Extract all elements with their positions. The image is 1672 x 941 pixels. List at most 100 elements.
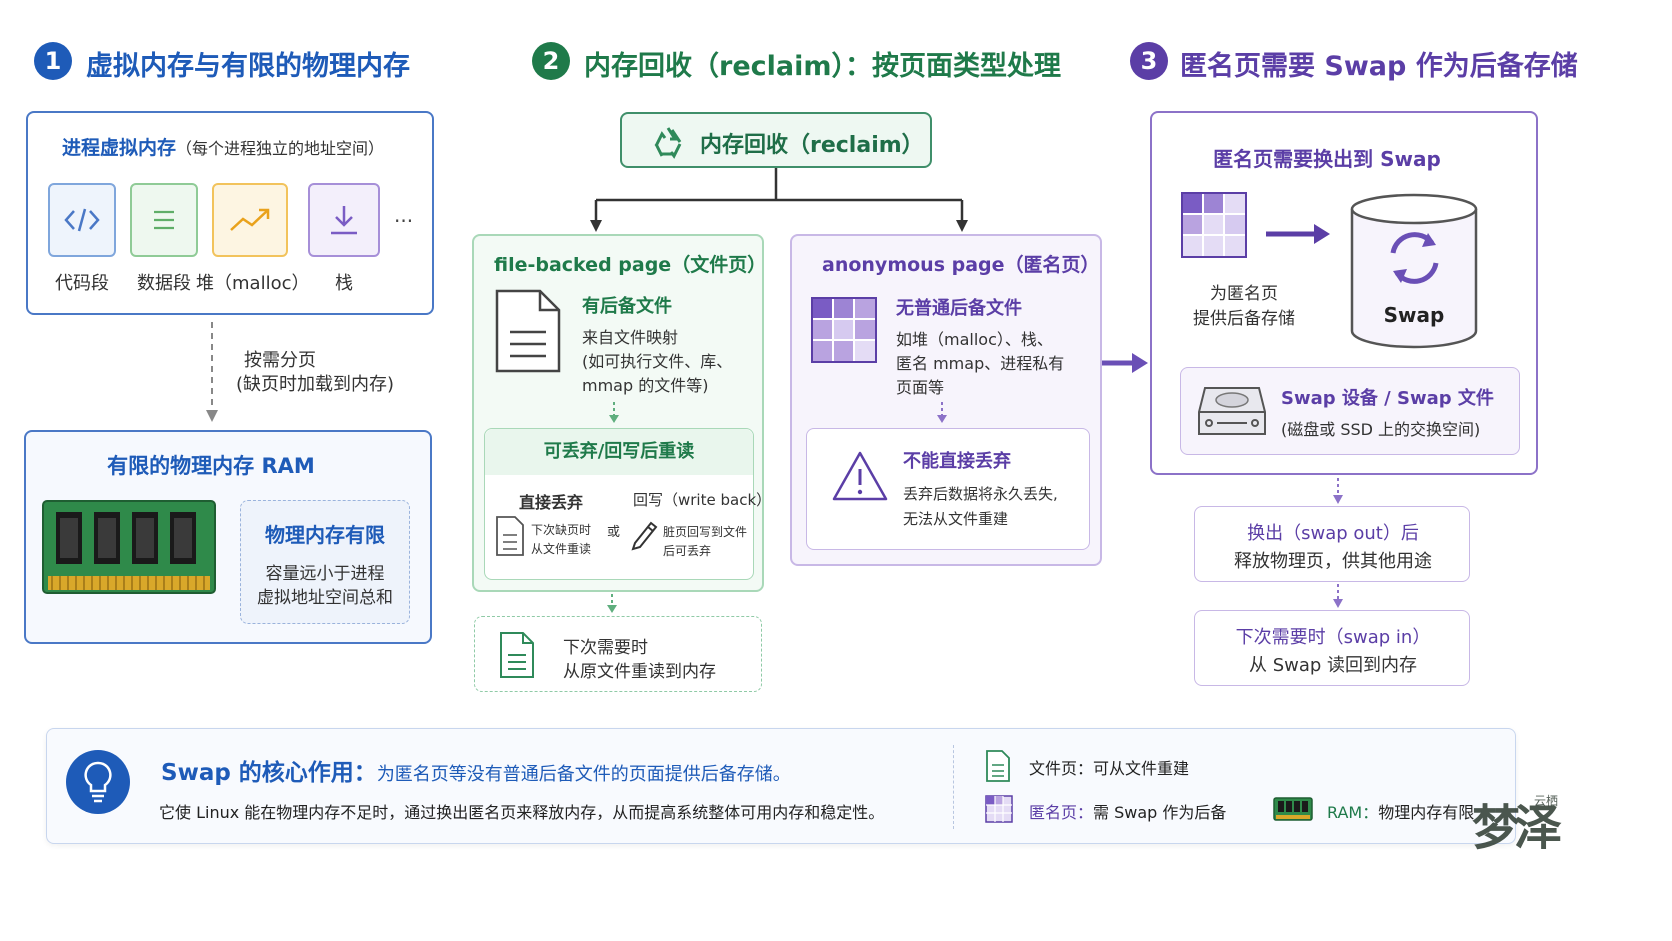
watermark: 梦泽 云栖 — [1472, 786, 1566, 866]
memory-limit-line2: 虚拟地址空间总和 — [257, 588, 393, 608]
physical-memory-title: 有限的物理内存 RAM — [107, 454, 315, 478]
direct-discard-title: 直接丢弃 — [519, 493, 584, 512]
file-backed-panel: file-backed page（文件页） 有后备文件 来自文件映射 (如可执行… — [472, 234, 771, 592]
ram-stick-icon — [42, 500, 216, 594]
small-document-icon — [496, 516, 524, 556]
step-1-badge: 1 — [34, 42, 72, 80]
anon-desc-2: 匿名 mmap、进程私有 — [896, 354, 1065, 373]
download-icon — [331, 206, 357, 235]
step-2-badge: 2 — [532, 42, 570, 80]
memory-limit-title: 物理内存有限 — [265, 523, 385, 547]
physical-memory-panel: 有限的物理内存 RAM 物理内存有限 容量远小于进程 虚拟地址空间总和 — [24, 430, 432, 644]
data-segment-label: 数据段 — [137, 273, 191, 294]
cannot-desc-1: 丢弃后数据将永久丢失, — [903, 485, 1058, 503]
swap-in-down-arrow — [1333, 584, 1343, 608]
direct-desc-1: 下次缺页时 — [531, 523, 592, 537]
code-segment-label: 代码段 — [55, 273, 109, 294]
anon-desc-1: 如堆（malloc）、栈、 — [896, 330, 1053, 349]
swap-out-down-arrow — [1333, 478, 1343, 504]
has-backing-title: 有后备文件 — [582, 296, 672, 317]
swap-in-box: 下次需要时（swap in） 从 Swap 读回到内存 — [1194, 610, 1470, 686]
reclaim-label: 内存回收（reclaim） — [700, 133, 924, 158]
paging-arrow — [206, 322, 218, 422]
reread-arrow — [607, 594, 617, 613]
stack-label: 栈 — [335, 273, 353, 294]
file-desc-3: mmap 的文件等) — [582, 376, 709, 395]
cannot-desc-2: 无法从文件重建 — [903, 510, 1009, 528]
section-1-title: 虚拟内存与有限的物理内存 — [86, 51, 410, 82]
reread-line1: 下次需要时 — [563, 638, 648, 658]
reread-line2: 从原文件重读到内存 — [563, 662, 716, 682]
legend-file-text: 文件页：可从文件重建 — [1029, 759, 1190, 778]
heap-label: 堆（malloc） — [196, 273, 310, 294]
writeback-desc-2: 后可丢弃 — [663, 544, 712, 558]
data-segment-box — [130, 183, 198, 257]
anon-pages-grid-icon — [1181, 192, 1247, 258]
swap-device-title: Swap 设备 / Swap 文件 — [1281, 388, 1494, 409]
swap-in-line1: 下次需要时（swap in） — [1235, 627, 1431, 648]
swap-device-desc: (磁盘或 SSD 上的交换空间) — [1281, 420, 1481, 439]
legend-anon-val: 需 Swap 作为后备 — [1093, 803, 1227, 822]
anonymous-grid-icon — [811, 297, 877, 363]
provide-line2: 提供后备存储 — [1193, 309, 1295, 329]
paging-line1: 按需分页 — [244, 350, 316, 371]
summary-bar: Swap 的核心作用：为匿名页等没有普通后备文件的页面提供后备存储。 它使 Li… — [46, 728, 1516, 844]
legend-anon-icon — [985, 795, 1013, 823]
swap-out-line2: 释放物理页，供其他用途 — [1234, 551, 1432, 572]
anon-down-arrow — [937, 402, 947, 423]
writeback-desc-1: 脏页回写到文件 — [663, 525, 748, 539]
cannot-discard-box: 不能直接丢弃 丢弃后数据将永久丢失, 无法从文件重建 — [806, 428, 1090, 550]
to-swap-arrow — [1102, 353, 1148, 373]
summary-rest: 为匿名页等没有普通后备文件的页面提供后备存储。 — [376, 764, 791, 785]
warning-icon — [832, 451, 888, 501]
swap-device-box: Swap 设备 / Swap 文件 (磁盘或 SSD 上的交换空间) — [1180, 367, 1520, 455]
stack-box — [308, 183, 380, 257]
swap-out-line1: 换出（swap out）后 — [1247, 523, 1419, 544]
swap-out-box: 换出（swap out）后 释放物理页，供其他用途 — [1194, 506, 1470, 582]
reclaim-box: 内存回收（reclaim） — [620, 112, 932, 168]
direct-desc-2: 从文件重读 — [531, 542, 592, 556]
legend-ram-key: RAM： — [1327, 803, 1379, 822]
reread-box: 下次需要时 从原文件重读到内存 — [474, 616, 762, 692]
provide-line1: 为匿名页 — [1210, 284, 1278, 304]
heap-box — [212, 183, 288, 257]
legend-file-icon — [986, 750, 1010, 782]
watermark-text: 梦泽 — [1472, 800, 1562, 856]
swap-label: Swap — [1383, 303, 1445, 327]
legend-anon-key: 匿名页： — [1029, 803, 1094, 822]
memory-limit-box: 物理内存有限 容量远小于进程 虚拟地址空间总和 — [240, 500, 410, 624]
file-down-arrow — [609, 402, 619, 423]
anon-desc-3: 页面等 — [896, 378, 945, 397]
recycle-icon — [654, 127, 682, 159]
anonymous-title: anonymous page（匿名页） — [822, 254, 1100, 276]
discard-box: 可丢弃/回写后重读 直接丢弃 回写（write back） 下次缺页时 从文件重… — [484, 428, 771, 580]
swap-panel-title: 匿名页需要换出到 Swap — [1213, 147, 1441, 171]
swap-in-line2: 从 Swap 读回到内存 — [1248, 655, 1418, 676]
memory-limit-line1: 容量远小于进程 — [265, 564, 385, 584]
legend-ram-val: 物理内存有限 — [1378, 803, 1475, 822]
document-icon — [495, 289, 561, 373]
section-3-title: 匿名页需要 Swap 作为后备存储 — [1180, 51, 1578, 82]
pencil-icon — [631, 521, 658, 551]
code-icon — [64, 208, 100, 232]
watermark-small: 云栖 — [1534, 794, 1559, 808]
code-segment-box — [48, 183, 116, 257]
virtual-memory-panel: 进程虚拟内存（每个进程独立的地址空间） 代码段 数据段 堆（malloc） 栈 … — [26, 111, 434, 315]
list-icon — [154, 210, 174, 230]
virtual-memory-title: 进程虚拟内存 — [62, 137, 177, 159]
swap-out-right-arrow — [1266, 224, 1330, 244]
swap-cylinder-icon — [1350, 193, 1478, 349]
reread-document-icon — [500, 632, 534, 678]
section-2-title: 内存回收（reclaim）：按页面类型处理 — [584, 51, 1061, 82]
more-segments: ··· — [394, 209, 414, 233]
file-desc-1: 来自文件映射 — [582, 328, 679, 347]
summary-divider — [953, 745, 954, 829]
discard-title: 可丢弃/回写后重读 — [485, 429, 753, 475]
disk-drive-icon — [1198, 387, 1266, 435]
step-3-badge: 3 — [1130, 42, 1168, 80]
no-backing-title: 无普通后备文件 — [896, 298, 1022, 319]
virtual-memory-subtitle: （每个进程独立的地址空间） — [176, 139, 385, 158]
file-backed-title: file-backed page（文件页） — [494, 254, 767, 276]
legend-ram-icon — [1273, 797, 1313, 821]
file-desc-2: (如可执行文件、库、 — [582, 352, 733, 371]
